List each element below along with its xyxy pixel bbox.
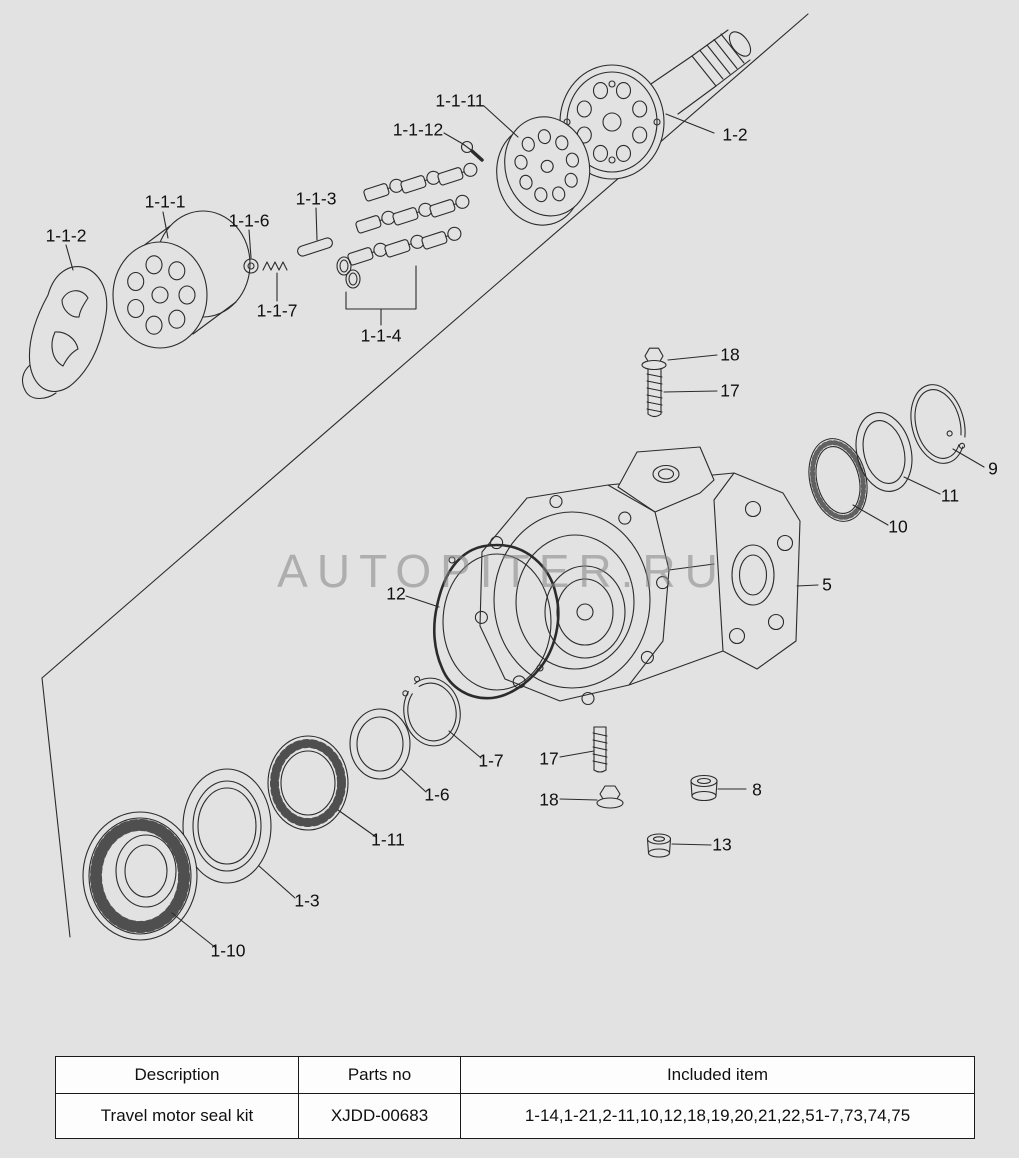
callout-1-6: 1-6 [424, 784, 450, 805]
callout-11: 11 [940, 485, 960, 506]
callout-1-1-12: 1-1-12 [392, 119, 444, 140]
callout-10: 10 [888, 516, 908, 537]
plug-8-part [690, 774, 718, 802]
callout-1-1-7: 1-1-7 [256, 300, 298, 321]
callout-1-1-2: 1-1-2 [45, 225, 87, 246]
boundary-lines [41, 13, 809, 938]
housing-part [474, 446, 801, 706]
cell-parts-no: XJDD-00683 [298, 1093, 461, 1139]
swash-plate-part [21, 266, 108, 400]
header-parts-no: Parts no [298, 1056, 461, 1094]
callout-8: 8 [752, 779, 762, 800]
cell-description: Travel motor seal kit [55, 1093, 299, 1139]
callout-12: 12 [386, 583, 406, 604]
callout-1-3: 1-3 [294, 890, 320, 911]
callout-1-11: 1-11 [371, 829, 405, 850]
callout-5: 5 [822, 574, 832, 595]
callout-9: 9 [988, 458, 998, 479]
callout-17-top: 17 [720, 380, 740, 401]
parts-table-header-row: Description Parts no Included item [55, 1056, 975, 1094]
flange-bolt-top-part [641, 347, 667, 418]
callout-17-bottom: 17 [539, 748, 559, 769]
bearing-1-11-part [267, 735, 349, 831]
callout-1-1-6: 1-1-6 [228, 210, 270, 231]
screw-part [460, 140, 484, 162]
o-rings-part [336, 256, 361, 289]
seal-ring-part [808, 438, 868, 522]
snap-ring-1-7-part [397, 676, 461, 747]
watermark-text: AUTOPITER.RU [277, 545, 727, 597]
header-description: Description [55, 1056, 299, 1094]
cylinder-block-part [112, 210, 251, 349]
callout-1-2: 1-2 [722, 124, 748, 145]
callout-1-1-4: 1-1-4 [360, 325, 402, 346]
spring-part [262, 261, 288, 271]
parts-table-data-row: Travel motor seal kit XJDD-00683 1-14,1-… [55, 1093, 975, 1139]
retainer-plate-part [496, 116, 591, 226]
snap-ring-9-part [910, 384, 980, 464]
cell-included-item: 1-14,1-21,2-11,10,12,18,19,20,21,22,51-7… [460, 1093, 975, 1139]
callout-18-bottom: 18 [539, 789, 559, 810]
shaft-part [559, 29, 752, 180]
callout-18-top: 18 [720, 344, 740, 365]
flange-bolt-bottom-part [592, 726, 624, 809]
bearing-1-10-part [82, 811, 198, 941]
gasket-part [432, 543, 560, 700]
washer-part [243, 258, 259, 274]
leader-lines [65, 105, 985, 949]
parts-table: Description Parts no Included item Trave… [55, 1056, 975, 1139]
pin-part [297, 237, 333, 257]
seal-1-3-part [182, 768, 272, 884]
pistons-part [346, 161, 480, 267]
header-included-item: Included item [460, 1056, 975, 1094]
callout-1-10: 1-10 [210, 940, 246, 961]
exploded-view-art [21, 13, 985, 949]
callout-13: 13 [712, 834, 732, 855]
callout-1-7: 1-7 [478, 750, 504, 771]
callout-1-1-11: 1-1-11 [435, 90, 485, 111]
ring-1-6-part [349, 708, 411, 780]
callout-1-1-1: 1-1-1 [144, 191, 186, 212]
plug-13-part [646, 833, 672, 858]
callout-1-1-3: 1-1-3 [295, 188, 337, 209]
backup-ring-part [855, 412, 913, 492]
